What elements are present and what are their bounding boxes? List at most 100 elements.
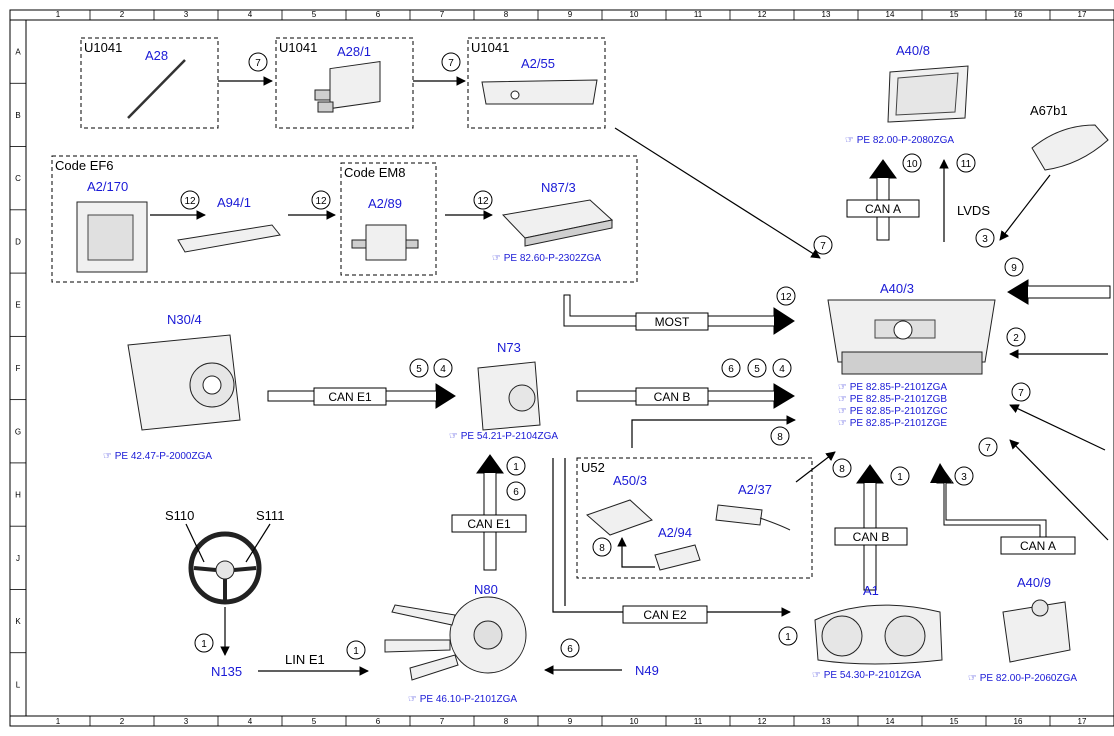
grid-row-label: J [16, 554, 20, 563]
n87-3-module [501, 199, 614, 247]
svg-text:7: 7 [255, 58, 261, 69]
a2-37-module [715, 504, 791, 531]
a2-94-module [654, 544, 701, 571]
a28-antenna [127, 59, 186, 119]
n87-3-label: N87/3 [541, 180, 576, 195]
grid-column-label: 17 [1078, 10, 1087, 19]
svg-text:4: 4 [440, 364, 446, 375]
a2-170-label: A2/170 [87, 179, 128, 194]
can-e2-bus: CAN E2 [565, 605, 791, 624]
svg-text:7: 7 [985, 443, 991, 454]
grid-column-label: 10 [630, 10, 639, 19]
grid-column-label: 16 [1014, 10, 1023, 19]
a40-8-reference: ☞ PE 82.00-P-2080ZGA [845, 135, 954, 146]
can-b-mid-label: CAN B [654, 390, 691, 404]
grid-column-label: 12 [758, 10, 767, 19]
bus-arrow-9 [1007, 279, 1111, 305]
grid-column-label: 7 [440, 717, 445, 726]
can-a-top-label: CAN A [865, 202, 901, 216]
u1041-label-2: U1041 [279, 40, 317, 55]
can-b-low-label: CAN B [853, 530, 890, 544]
svg-text:1: 1 [353, 646, 359, 657]
svg-text:7: 7 [820, 241, 826, 252]
n30-4-label: N30/4 [167, 312, 202, 327]
svg-text:5: 5 [416, 364, 422, 375]
lin-e1-label: LIN E1 [285, 652, 325, 667]
grid-column-label: 1 [56, 10, 61, 19]
svg-text:7: 7 [1018, 388, 1024, 399]
svg-text:8: 8 [839, 464, 845, 475]
grid-column-label: 11 [694, 10, 703, 19]
grid-column-label: 10 [630, 717, 639, 726]
most-bus: MOST [563, 294, 795, 335]
a40-9-label: A40/9 [1017, 575, 1051, 590]
grid-row-label: F [16, 364, 21, 373]
grid-column-label: 13 [822, 10, 831, 19]
grid-column-label: 11 [694, 717, 703, 726]
code-em8-box [340, 162, 437, 276]
a2-170-unit [76, 201, 148, 273]
grid-column-label: 15 [950, 717, 959, 726]
n30-4-reference: ☞ PE 42.47-P-2000ZGA [103, 451, 212, 462]
a94-1-module [177, 224, 281, 253]
a40-9-module [1002, 599, 1071, 663]
a40-3-reference-c: ☞ PE 82.85-P-2101ZGC [838, 406, 948, 417]
n73-module [477, 361, 541, 431]
a1-reference: ☞ PE 54.30-P-2101ZGA [812, 670, 921, 681]
svg-text:6: 6 [513, 487, 519, 498]
svg-text:7: 7 [448, 58, 454, 69]
a40-8-display [887, 65, 969, 123]
grid-column-label: 3 [184, 717, 189, 726]
svg-text:12: 12 [315, 196, 327, 207]
u1041-box-3 [467, 37, 606, 129]
n80-module [384, 596, 527, 681]
svg-text:5: 5 [754, 364, 760, 375]
grid-row-label: K [15, 617, 21, 626]
grid-column-label: 5 [312, 717, 317, 726]
u52-label: U52 [581, 460, 605, 475]
grid-column-label: 5 [312, 10, 317, 19]
a50-3-module [586, 499, 653, 536]
svg-text:1: 1 [897, 472, 903, 483]
can-b-mid-bus: CAN B [576, 383, 795, 409]
grid-column-label: 17 [1078, 717, 1087, 726]
grid-row-label: B [15, 111, 20, 120]
a2-55-label: A2/55 [521, 56, 555, 71]
code-em8-label: Code EM8 [344, 165, 405, 180]
a2-89-label: A2/89 [368, 196, 402, 211]
grid-column-label: 9 [568, 10, 573, 19]
svg-text:3: 3 [961, 472, 967, 483]
svg-text:1: 1 [201, 639, 207, 650]
can-a-low-bus: CAN A [930, 463, 1076, 555]
svg-text:9: 9 [1011, 263, 1017, 274]
a40-3-reference-a: ☞ PE 82.85-P-2101ZGA [838, 382, 947, 393]
steering-wheel [188, 531, 262, 605]
grid-column-label: 7 [440, 10, 445, 19]
n49-label: N49 [635, 663, 659, 678]
a1-instrument-cluster [814, 604, 943, 665]
can-e1-left-label: CAN E1 [328, 390, 372, 404]
grid-column-label: 12 [758, 717, 767, 726]
grid-row-label: L [16, 680, 21, 689]
a2-89-module [351, 224, 419, 261]
svg-text:2: 2 [1013, 333, 1019, 344]
svg-text:6: 6 [567, 644, 573, 655]
a67b1-label: A67b1 [1030, 103, 1068, 118]
a67b1-camera [1031, 124, 1109, 171]
grid-column-label: 8 [504, 10, 509, 19]
svg-text:11: 11 [961, 159, 972, 170]
grid-row-label: D [15, 237, 21, 246]
grid-row-label: H [15, 491, 21, 500]
n73-label: N73 [497, 340, 521, 355]
a40-9-reference: ☞ PE 82.00-P-2060ZGA [968, 673, 1077, 684]
grid-column-label: 4 [248, 717, 253, 726]
grid-column-label: 13 [822, 717, 831, 726]
code-ef6-box [51, 155, 638, 283]
u1041-box-2 [275, 37, 414, 129]
can-e2-label: CAN E2 [643, 608, 687, 622]
grid-column-label: 15 [950, 10, 959, 19]
